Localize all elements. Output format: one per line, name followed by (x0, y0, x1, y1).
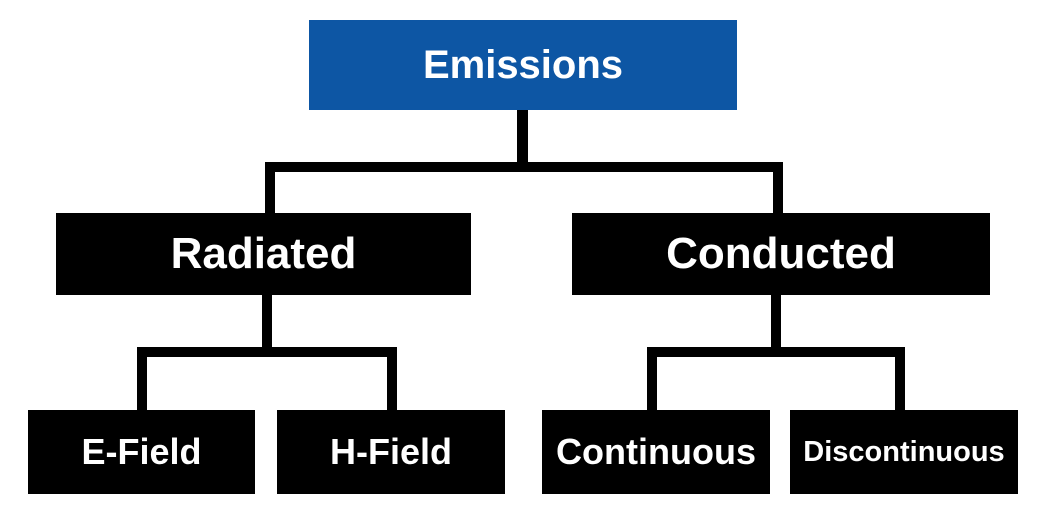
connector-radiated-stem (262, 295, 272, 357)
connector-drop-continuous (647, 347, 657, 410)
node-conducted: Conducted (572, 213, 990, 295)
connector-drop-hfield (387, 347, 397, 410)
node-radiated: Radiated (56, 213, 471, 295)
connector-drop-discontinuous (895, 347, 905, 410)
connector-drop-efield (137, 347, 147, 410)
node-emissions: Emissions (309, 20, 737, 110)
node-e-field: E-Field (28, 410, 255, 494)
connector-level1-crossbar (265, 162, 783, 172)
node-discontinuous: Discontinuous (790, 410, 1018, 494)
connector-conducted-crossbar (647, 347, 905, 357)
connector-root-stem (517, 110, 528, 172)
connector-drop-radiated (265, 162, 275, 213)
connector-drop-conducted (773, 162, 783, 213)
connector-conducted-stem (771, 295, 781, 357)
connector-radiated-crossbar (137, 347, 397, 357)
node-h-field: H-Field (277, 410, 505, 494)
node-continuous: Continuous (542, 410, 770, 494)
